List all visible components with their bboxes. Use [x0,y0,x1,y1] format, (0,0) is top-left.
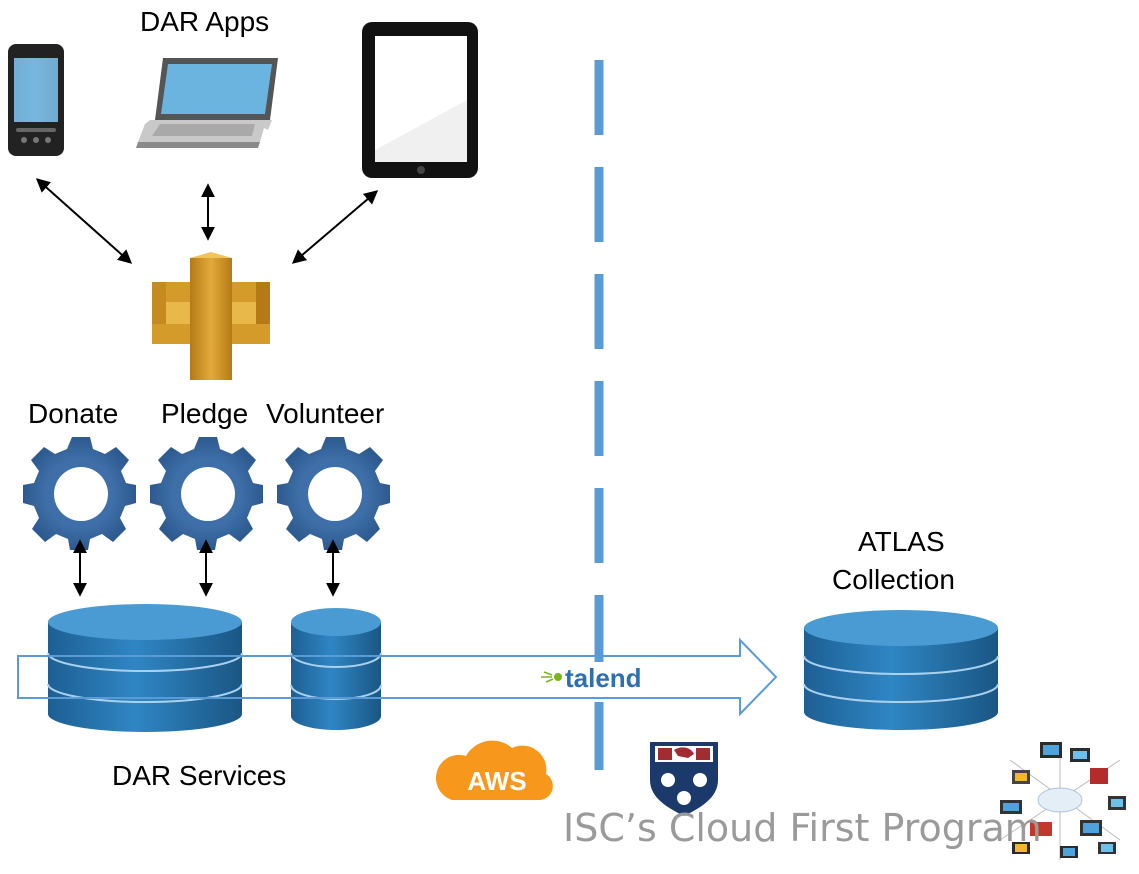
tablet-icon [362,22,478,178]
dar-services-label: DAR Services [112,760,287,791]
program-title: ISC’s Cloud First Program [563,806,1042,850]
dar-apps-label: DAR Apps [140,6,270,37]
aws-logo: AWS [435,740,553,800]
aws-logo-text: AWS [467,766,526,796]
gear-volunteer-icon [277,437,390,550]
talend-logo: talend [532,662,670,693]
api-gateway-icon [152,252,270,380]
connector-tablet-gateway [291,190,379,264]
smartphone-icon [8,44,64,156]
gear-pledge-icon [150,437,263,550]
dar-database-large [47,604,243,732]
volunteer-database [290,608,382,730]
penn-shield-logo [650,742,718,816]
talend-logo-text: talend [565,663,642,693]
service-label-pledge: Pledge [161,398,249,429]
atlas-database [803,610,999,730]
collection-label: Collection [832,564,955,595]
atlas-label: ATLAS [858,526,945,557]
laptop-icon [136,58,278,148]
etl-flow-arrow [17,637,778,717]
network-devices-icon [999,742,1126,860]
gear-donate-icon [23,437,136,550]
connector-phone-gateway [35,178,133,264]
service-label-volunteer: Volunteer [266,398,385,429]
service-label-donate: Donate [28,398,119,429]
